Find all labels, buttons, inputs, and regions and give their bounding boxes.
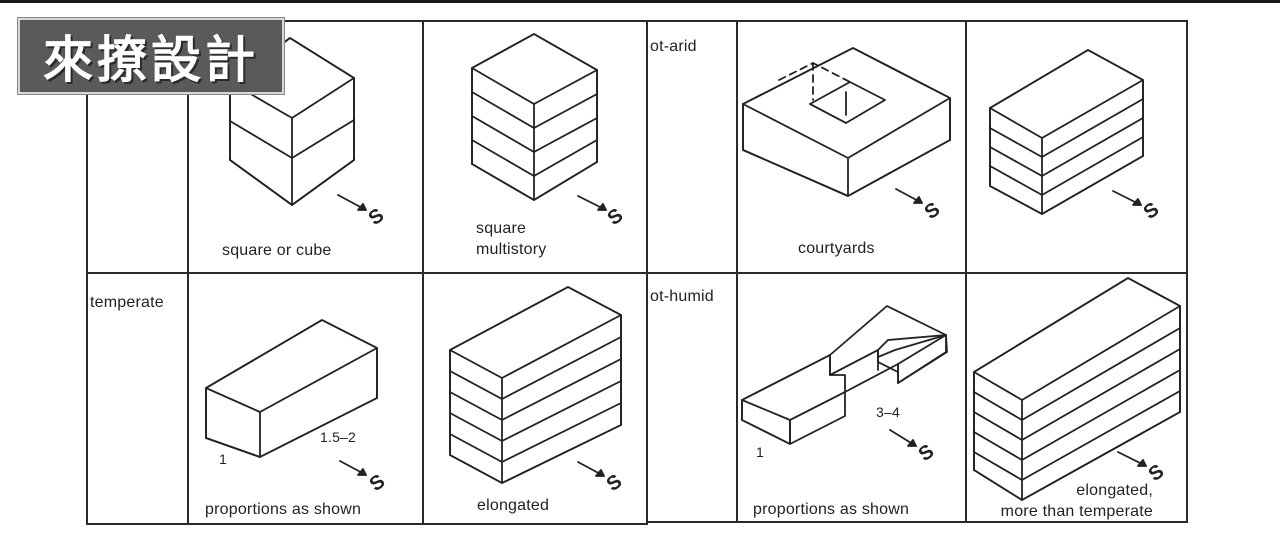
caption-square-multistory: square multistory	[476, 220, 547, 258]
temperate-proportions-drawing	[205, 319, 378, 458]
hot-humid-elongated-drawing	[973, 277, 1181, 501]
left-table-top-line	[86, 20, 648, 22]
right-table-bottom-line	[648, 521, 1188, 523]
top-border	[0, 0, 1280, 3]
caption-proportions-as-shown-right: proportions as shown	[753, 501, 910, 518]
caption-courtyards: courtyards	[798, 240, 875, 257]
hot-humid-proportions-drawing	[741, 305, 948, 445]
left-table-left-line	[86, 20, 88, 525]
courtyard-drawing	[742, 47, 951, 197]
caption-proportions-as-shown-left: proportions as shown	[205, 501, 362, 518]
right-table-middle-line	[648, 272, 1188, 274]
row-label-temperate: temperate	[90, 294, 164, 311]
dimension-short-side-left: 1	[219, 451, 227, 467]
right-table-top-line	[648, 20, 1188, 22]
left-table-col1-line	[187, 20, 189, 525]
left-table-right-line	[646, 20, 648, 525]
caption-elongated: elongated	[477, 497, 550, 514]
south-arrows	[337, 188, 1147, 477]
left-table-col2-line	[422, 20, 424, 525]
right-table-col1-line	[736, 20, 738, 523]
elongated-drawing	[449, 286, 622, 484]
watermark-text: 來撩設計	[43, 31, 259, 89]
square-multistory-drawing	[471, 33, 598, 201]
row-label-hot-humid: ot-humid	[650, 288, 714, 305]
dimension-long-side-left: 1.5–2	[320, 429, 357, 445]
right-table-right-line	[1186, 20, 1188, 523]
dimension-long-side-right: 3–4	[876, 404, 900, 420]
watermark-logo: 來撩設計	[18, 18, 284, 94]
hot-arid-elongated-drawing	[989, 49, 1144, 215]
left-table-middle-line	[86, 272, 648, 274]
caption-square-or-cube: square or cube	[222, 242, 332, 259]
caption-elongated-more-than-temperate: elongated, more than temperate	[1000, 482, 1153, 520]
dimension-short-side-right: 1	[756, 444, 764, 460]
right-table-col2-line	[965, 20, 967, 523]
left-table-bottom-line	[86, 523, 648, 525]
row-label-hot-arid: ot-arid	[650, 38, 697, 55]
